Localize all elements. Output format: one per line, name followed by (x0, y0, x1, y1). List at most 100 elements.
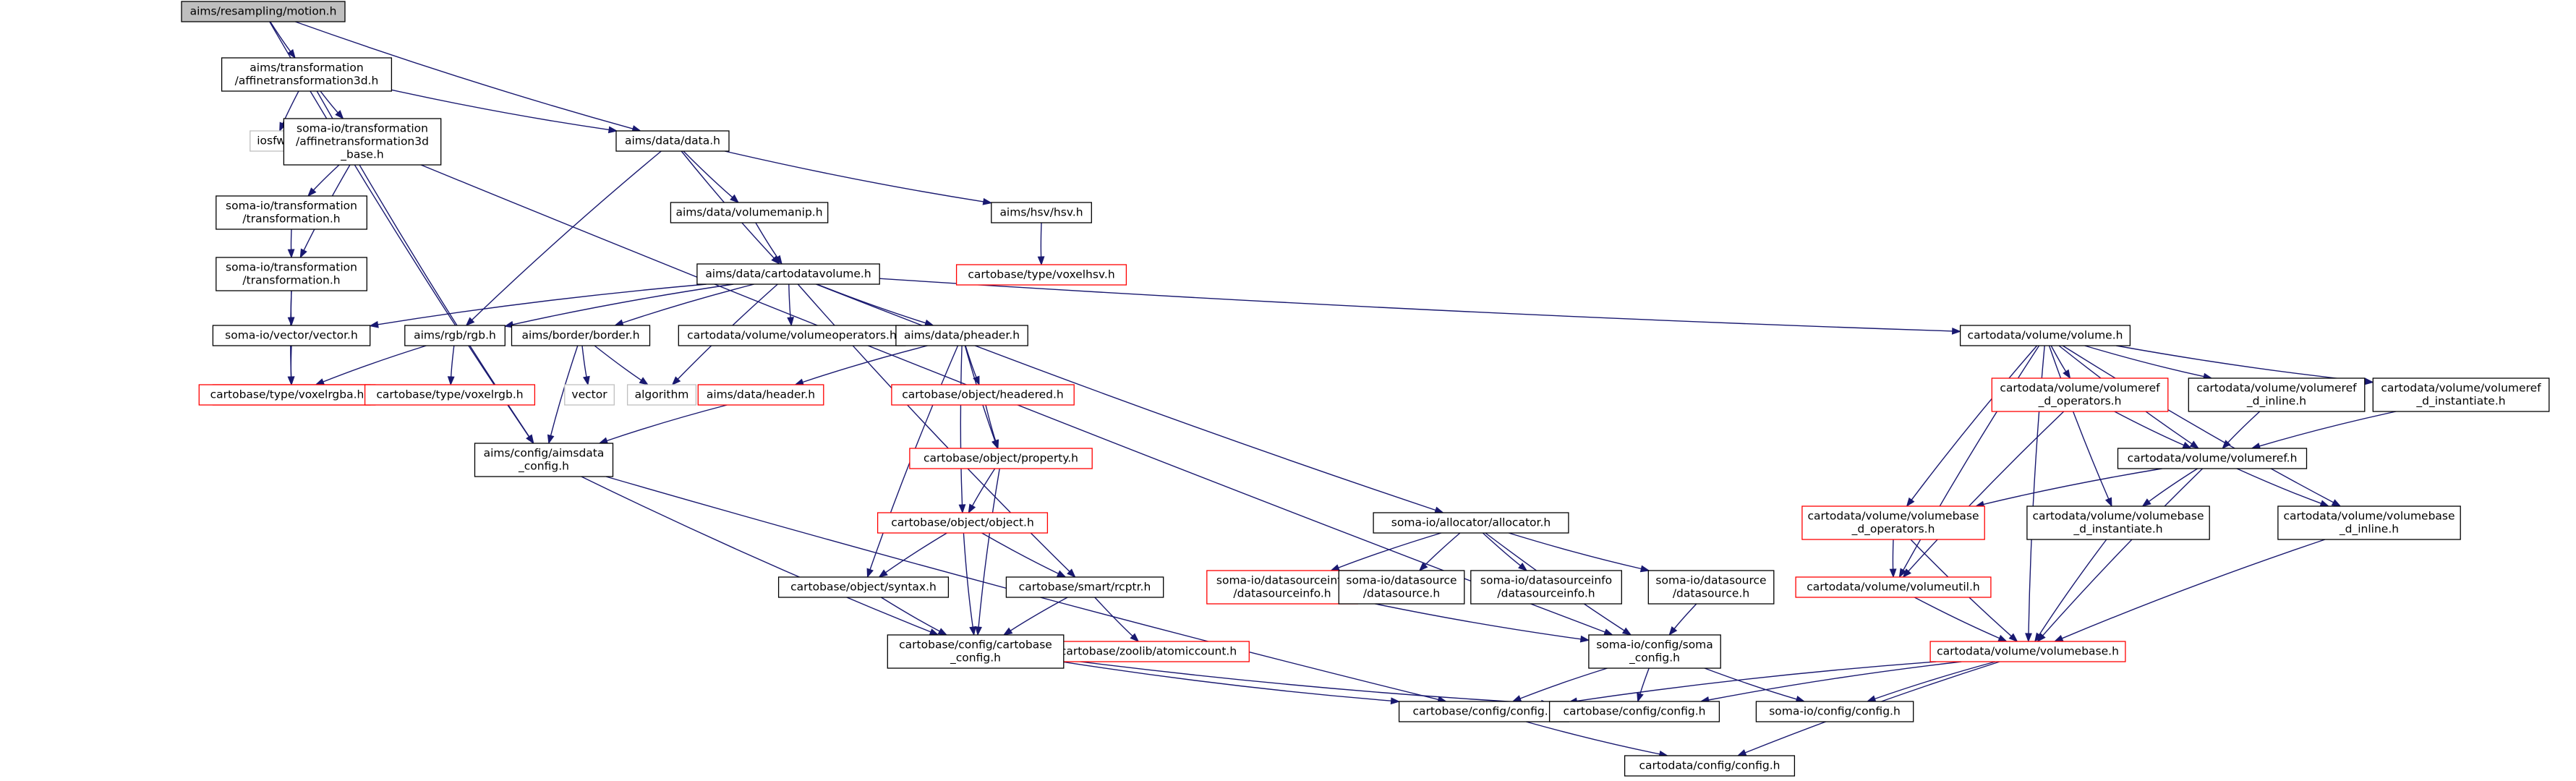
node-label: cartodata/volume/volume.h (1968, 329, 2123, 342)
node-object[interactable]: cartobase/object/object.h (877, 512, 1049, 534)
node-allocator[interactable]: soma-io/allocator/allocator.h (1373, 512, 1569, 534)
node-box (2188, 377, 2366, 412)
node-somatrans1[interactable]: soma-io/transformation/transformation.h (216, 195, 367, 230)
node-box (697, 384, 824, 406)
node-box (2277, 505, 2461, 540)
node-label: _config.h (950, 652, 1001, 665)
node-somatrans2[interactable]: soma-io/transformation/transformation.h (216, 257, 367, 291)
node-motion[interactable]: aims/resampling/motion.h (181, 1, 346, 22)
node-syntax[interactable]: cartobase/object/syntax.h (777, 576, 950, 598)
node-cbconfig[interactable]: cartobase/config/cartobase_config.h (887, 634, 1065, 669)
node-voxelrgb[interactable]: cartobase/type/voxelrgb.h (364, 384, 536, 406)
node-cbconfigh[interactable]: cartobase/config/config.h (1398, 701, 1570, 722)
node-rcptr[interactable]: cartobase/smart/rcptr.h (1005, 576, 1164, 598)
node-box (181, 1, 346, 22)
node-box (991, 202, 1092, 223)
node-box (1005, 576, 1164, 598)
node-volbaseinl[interactable]: cartodata/volume/volumebase_d_inline.h (2277, 505, 2461, 540)
node-label: cartobase/zoolib/atomiccount.h (1060, 645, 1237, 658)
edge-volref-to-volbaseinl (2236, 468, 2330, 507)
node-volutil[interactable]: cartodata/volume/volumeutil.h (1795, 576, 1992, 598)
node-volops[interactable]: cartodata/volume/volumeoperators.h (678, 325, 906, 346)
node-label: aims/data/cartodatavolume.h (705, 268, 871, 281)
node-volume[interactable]: cartodata/volume/volume.h (1959, 325, 2131, 346)
node-label: _d_operators.h (2038, 395, 2122, 409)
edge-volmanip-to-cartovol (755, 222, 782, 265)
node-somaaffine[interactable]: soma-io/transformation/affinetransformat… (283, 118, 442, 166)
node-label: soma-io/transformation (226, 200, 357, 213)
node-label: soma-io/transformation (226, 261, 357, 274)
node-label: /transformation.h (242, 274, 340, 287)
edge-header-to-aimsconfig (598, 404, 728, 444)
node-cartovol[interactable]: aims/data/cartodatavolume.h (696, 263, 880, 285)
node-affine3d[interactable]: aims/transformation/affinetransformation… (221, 57, 393, 92)
node-headered[interactable]: cartobase/object/headered.h (891, 384, 1075, 406)
node-volref[interactable]: cartodata/volume/volumeref.h (2117, 448, 2308, 469)
node-border[interactable]: aims/border/border.h (511, 325, 651, 346)
node-box (1795, 576, 1992, 598)
node-label: aims/resampling/motion.h (190, 5, 337, 18)
node-dsinfo[interactable]: soma-io/datasourceinfo/datasourceinfo.h (1206, 570, 1358, 605)
node-rgb[interactable]: aims/rgb/rgb.h (404, 325, 506, 346)
node-volrefinl[interactable]: cartodata/volume/volumeref_d_inline.h (2188, 377, 2366, 412)
node-cbconfigh2[interactable]: cartobase/config/config.h (1548, 701, 1720, 722)
node-volbaseops[interactable]: cartodata/volume/volumebase_d_operators.… (1801, 505, 1985, 540)
node-vectorh[interactable]: soma-io/vector/vector.h (212, 325, 371, 346)
node-box (212, 325, 371, 346)
edge-rgb-to-voxelrgba (315, 345, 427, 385)
node-aimsconfig[interactable]: aims/config/aimsdata_config.h (474, 443, 614, 477)
node-volbase[interactable]: cartodata/volume/volumebase.h (1929, 641, 2126, 662)
node-somaioconfig[interactable]: soma-io/config/config.h (1755, 701, 1914, 722)
node-box (909, 448, 1093, 469)
node-volmanip[interactable]: aims/data/volumemanip.h (670, 202, 829, 223)
node-hsv[interactable]: aims/hsv/hsv.h (991, 202, 1092, 223)
node-box (877, 512, 1049, 534)
node-box (626, 384, 697, 406)
edge-vectorh-to-vectorred (287, 345, 295, 386)
edge-volume-to-volbaseinl (2062, 345, 2342, 507)
node-somaconfig[interactable]: soma-io/config/soma_config.h (1588, 634, 1721, 669)
edge-dsinfo-to-somaconfig (1357, 599, 1590, 643)
node-label: cartodata/volume/volumeutil.h (1807, 581, 1979, 594)
edge-aimsdata-to-volmanip (683, 150, 740, 203)
node-volrefinst[interactable]: cartodata/volume/volumeref_d_instantiate… (2372, 377, 2550, 412)
edge-syntax-to-cbconfig (881, 597, 948, 636)
node-dsinfo2[interactable]: soma-io/datasourceinfo/datasourceinfo.h (1470, 570, 1622, 605)
edge-volume-to-volutil (1898, 345, 2040, 579)
node-volbaseinst[interactable]: cartodata/volume/volumebase_d_instantiat… (2026, 505, 2210, 540)
node-label: aims/data/volumemanip.h (675, 206, 822, 219)
node-dsource2[interactable]: soma-io/datasource/datasource.h (1647, 570, 1775, 605)
node-box (1398, 701, 1570, 722)
node-vector: vector (564, 384, 615, 406)
edge-cartovol-to-volops (787, 283, 794, 327)
node-voxelhsv[interactable]: cartobase/type/voxelhsv.h (955, 264, 1127, 286)
node-pheader[interactable]: aims/data/pheader.h (895, 325, 1028, 346)
edge-cartovol-to-vectorh (369, 283, 707, 328)
node-dsource1[interactable]: soma-io/datasource/datasource.h (1338, 570, 1465, 605)
edge-object-to-cbconfig (963, 532, 976, 636)
edge-volref-to-volbase (2037, 468, 2204, 643)
edge-border-to-aimsconfig (547, 345, 579, 445)
edge-allocator-to-dsinfo2 (1482, 532, 1528, 571)
node-volrefops[interactable]: cartodata/volume/volumeref_d_operators.h (1991, 377, 2169, 412)
edge-somaconfig-to-cbconfigh (1511, 667, 1608, 702)
node-box (2117, 448, 2308, 469)
node-atomic[interactable]: cartobase/zoolib/atomiccount.h (1047, 641, 1250, 662)
node-label: cartodata/volume/volumeref (2000, 382, 2160, 395)
node-voxelrgba[interactable]: cartobase/type/voxelrgba.h (198, 384, 376, 406)
node-label: cartobase/object/object.h (891, 516, 1034, 529)
node-box (1470, 570, 1622, 605)
edge-somaconfig-to-cbconfigh2 (1637, 667, 1650, 703)
node-label: algorithm (635, 388, 689, 401)
node-aimsdata[interactable]: aims/data/data.h (615, 130, 730, 152)
node-box (216, 195, 367, 230)
edge-cartovol-to-rgb (503, 283, 734, 328)
node-header[interactable]: aims/data/header.h (697, 384, 824, 406)
edge-volume-to-volbaseops (1906, 345, 2038, 508)
edge-volrefops-to-volref (2114, 411, 2193, 449)
node-property[interactable]: cartobase/object/property.h (909, 448, 1093, 469)
node-cdconfig[interactable]: cartodata/config/config.h (1624, 755, 1796, 777)
node-box (955, 264, 1127, 286)
node-box (1373, 512, 1569, 534)
edge-hsv-to-voxelhsv (1037, 222, 1045, 266)
